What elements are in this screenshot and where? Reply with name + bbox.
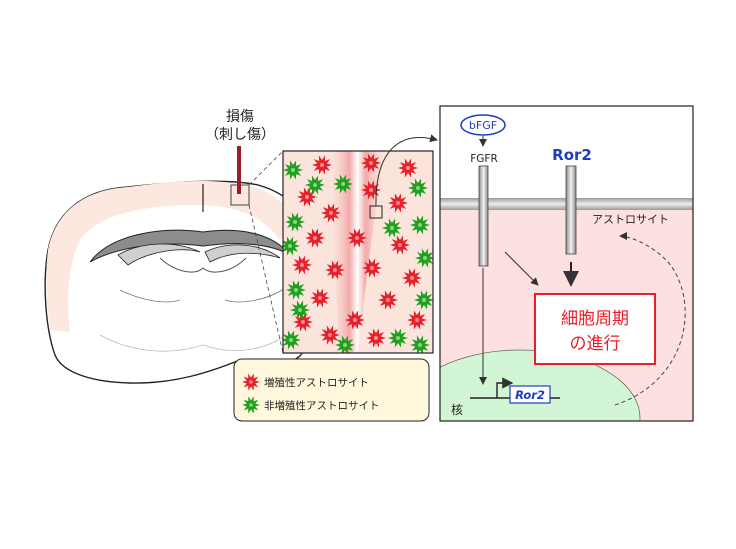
non-proliferating-astrocyte-icon (407, 178, 429, 198)
proliferating-astrocyte-icon (397, 158, 419, 178)
proliferating-astrocyte-icon (360, 180, 382, 200)
injury-title: 損傷 (226, 109, 254, 125)
proliferating-astrocyte-icon (365, 328, 387, 348)
zoom-panel (283, 151, 433, 353)
injury-stab-mark (237, 146, 241, 194)
proliferating-astrocyte-icon (309, 288, 331, 308)
proliferating-astrocyte-icon (377, 290, 399, 310)
legend-non-proliferating-icon (241, 396, 261, 414)
ror2-label: Ror2 (552, 146, 592, 164)
fgfr-receptor (478, 165, 489, 267)
proliferating-astrocyte-icon (292, 312, 314, 332)
stab-wound-track (330, 151, 385, 353)
proliferating-astrocyte-icon (311, 155, 333, 175)
inner-contour (99, 332, 291, 352)
ror2-gene-label: Ror2 (515, 388, 545, 402)
proliferating-astrocyte-icon (346, 228, 368, 248)
zoom-panel-frame (282, 150, 434, 354)
zoom-curve-arrow (375, 134, 438, 207)
proliferating-astrocyte-icon (291, 255, 313, 275)
proliferating-astrocyte-icon (304, 228, 326, 248)
non-proliferating-astrocyte-icon (409, 215, 431, 235)
proliferating-astrocyte-icon (319, 325, 341, 345)
cell-cycle-line1: 細胞周期 (561, 309, 629, 329)
pathway-panel-frame (439, 105, 694, 422)
legend-proliferating-icon (241, 373, 261, 391)
non-proliferating-astrocyte-icon (413, 290, 433, 310)
non-proliferating-astrocyte-icon (284, 212, 306, 232)
proliferating-astrocyte-icon (401, 268, 423, 288)
non-proliferating-astrocyte-icon (283, 330, 302, 350)
cell-cycle-line2: の進行 (570, 334, 621, 354)
legend-label-proliferating: 増殖性アストロサイト (264, 376, 369, 389)
legend-label-non-proliferating: 非増殖性アストロサイト (264, 399, 380, 412)
bfgf-label: bFGF (469, 119, 497, 132)
ror2-gene-box (509, 385, 551, 404)
proliferating-astrocyte-icon (344, 310, 366, 330)
fgfr-label: FGFR (470, 153, 498, 165)
non-proliferating-astrocyte-icon (283, 236, 301, 256)
non-proliferating-astrocyte-icon (387, 328, 409, 348)
non-proliferating-astrocyte-icon (381, 218, 403, 238)
proliferating-astrocyte-icon (320, 203, 342, 223)
non-proliferating-astrocyte-icon (332, 174, 354, 194)
nucleus-label: 核 (451, 403, 463, 417)
non-proliferating-astrocyte-icon (409, 335, 431, 353)
astrocyte-cells (283, 153, 433, 353)
membrane-label: アストロサイト (592, 213, 669, 226)
proliferating-astrocyte-icon (389, 235, 411, 255)
proliferating-astrocyte-icon (361, 258, 383, 278)
gene-to-ror2-feedback-arrow (614, 232, 686, 406)
brain-coronal-section (44, 146, 327, 384)
non-proliferating-astrocyte-icon (283, 160, 304, 180)
pathway-panel: bFGF FGFR Ror2 アストロサイト 細胞周期 の進行 核 Ror2 (439, 105, 694, 422)
ventricle (159, 257, 247, 273)
cell-cycle-box (534, 293, 656, 365)
non-proliferating-astrocyte-icon (289, 300, 311, 320)
thalamus-contour (119, 287, 286, 303)
fgfr-to-cellcycle-arrow (504, 251, 539, 286)
non-proliferating-astrocyte-icon (304, 175, 326, 195)
legend: 増殖性アストロサイト 非増殖性アストロサイト (233, 358, 430, 422)
bfgf-badge (460, 114, 506, 136)
proliferating-astrocyte-icon (324, 260, 346, 280)
non-proliferating-astrocyte-icon (334, 335, 356, 353)
promoter-arrow-icon (496, 377, 514, 398)
proliferating-astrocyte-icon (387, 193, 409, 213)
proliferating-astrocyte-icon (406, 310, 428, 330)
non-proliferating-astrocyte-icon (414, 248, 433, 268)
non-proliferating-astrocyte-icon (285, 280, 307, 300)
hippocampus-right (204, 244, 281, 263)
ror2-receptor (565, 165, 577, 255)
zoom-line-top (248, 150, 284, 186)
zoom-line-bottom (248, 204, 284, 354)
proliferating-astrocyte-icon (296, 187, 318, 207)
injury-subtitle: （刺し傷） (205, 127, 275, 143)
hippocampus-left (117, 243, 201, 266)
proliferating-astrocyte-icon (360, 153, 382, 173)
nucleus (440, 349, 641, 421)
